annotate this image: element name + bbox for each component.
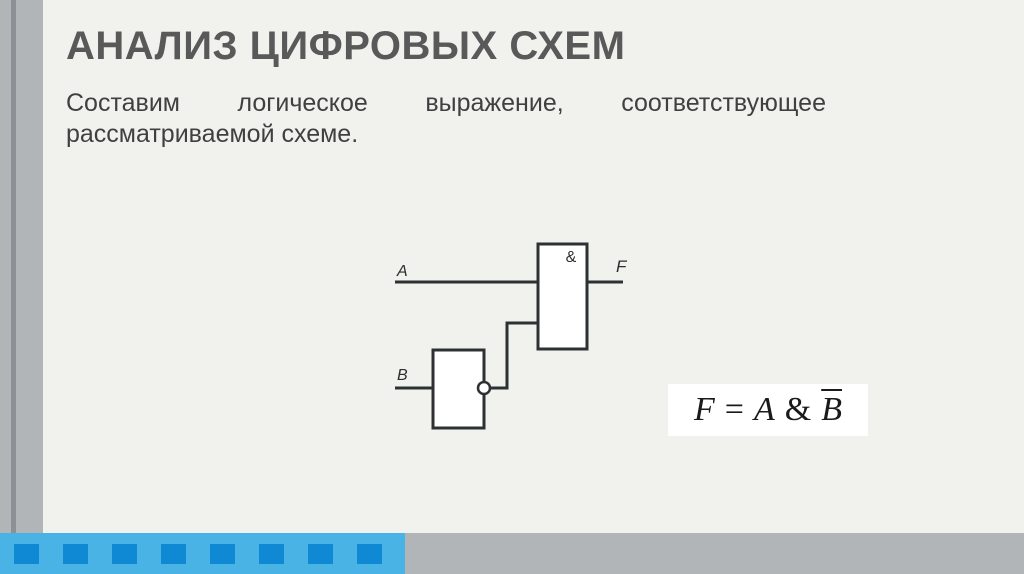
output-f-label: F [616, 257, 628, 276]
inversion-bubble [476, 380, 492, 396]
formula-equals: = [724, 391, 744, 428]
decor-square [357, 544, 382, 564]
decor-square [259, 544, 284, 564]
input-a-label: A [396, 263, 408, 280]
slide-text: Составим логическое выражение, соответст… [66, 89, 826, 148]
not-gate [431, 348, 486, 430]
formula-box: F = A & B [668, 384, 868, 436]
and-gate [536, 242, 589, 351]
formula-lhs: F [694, 391, 715, 428]
decor-square [210, 544, 235, 564]
left-decor-inner-stripe [11, 0, 16, 535]
formula-b-negated: B [821, 391, 842, 428]
and-symbol-label: & [566, 249, 577, 266]
left-decor-stripe [0, 0, 43, 574]
decor-square [308, 544, 333, 564]
input-b-label: B [397, 367, 408, 384]
decor-square [112, 544, 137, 564]
formula-a: A [753, 391, 775, 428]
decor-square [161, 544, 186, 564]
slide-title: АНАЛИЗ ЦИФРОВЫХ СХЕМ [66, 24, 626, 68]
wire-not-to-and [491, 321, 538, 390]
decor-square [63, 544, 88, 564]
logic-circuit-diagram: & A B F [395, 242, 628, 430]
bottom-decor-squares [14, 544, 382, 564]
formula-and: & [784, 391, 812, 428]
decor-square [14, 544, 39, 564]
